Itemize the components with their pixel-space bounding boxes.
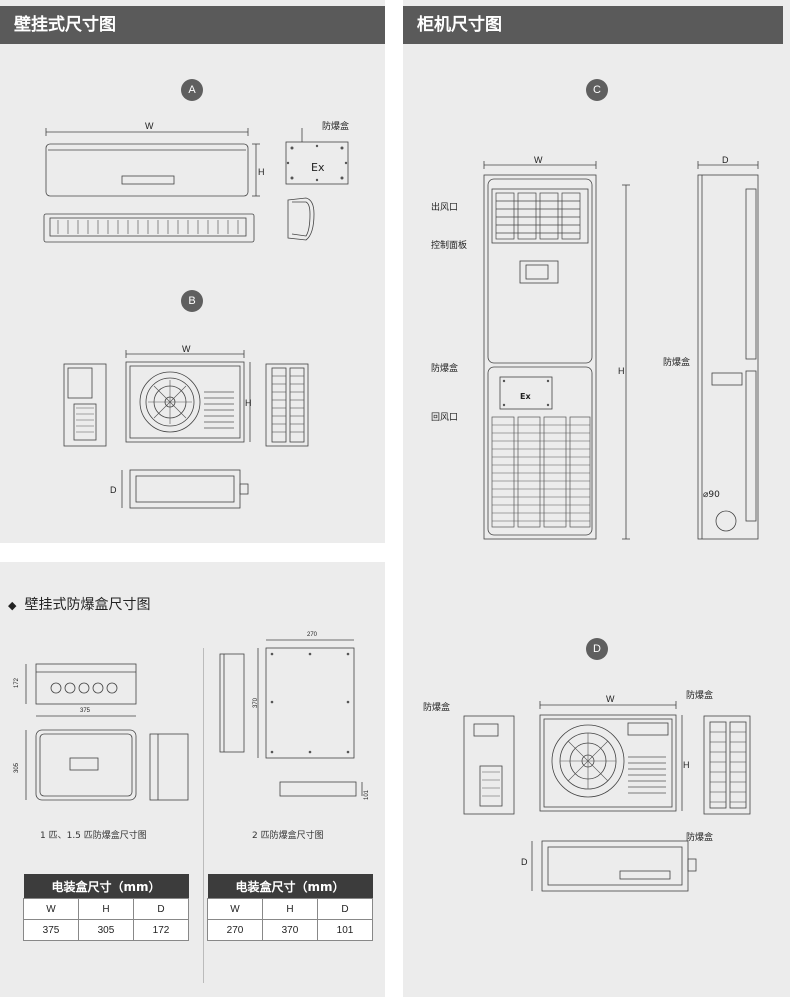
table1-value-d: 172 xyxy=(132,919,190,941)
outdoor-unit-top-drawing xyxy=(121,469,249,509)
table1-header-d: D xyxy=(132,898,190,920)
box-dimensions-subtitle: ◆ 壁挂式防爆盒尺寸图 xyxy=(8,594,150,614)
dim-375: 375 xyxy=(80,708,91,714)
dim-270: 270 xyxy=(307,632,318,638)
box-1hp-drawings xyxy=(25,663,189,801)
dim-305: 305 xyxy=(14,762,21,774)
ex-mark-c: Ex xyxy=(520,392,531,401)
table2-header-d: D xyxy=(316,898,374,920)
outdoor-d-d-label: D xyxy=(521,857,528,867)
box-dimensions-subtitle-text: 壁挂式防爆盒尺寸图 xyxy=(24,597,151,613)
table2-value-w: 270 xyxy=(207,919,263,941)
outdoor-h-label: H xyxy=(245,398,252,408)
table2-value-d: 101 xyxy=(316,919,374,941)
label-pipe-diameter: ⌀90 xyxy=(703,490,720,500)
cabinet-front-drawing xyxy=(483,161,630,540)
outdoor-unit-side-drawing xyxy=(63,363,107,447)
label-explosion-box-side: 防爆盒 xyxy=(663,358,691,368)
caption-1hp: 1 匹、1.5 匹防爆盒尺寸图 xyxy=(40,831,147,841)
marker-d: D xyxy=(586,638,608,660)
cabinet-outdoor-front-drawing xyxy=(539,701,683,812)
table1-header-w: W xyxy=(23,898,79,920)
explosion-box-small-drawing xyxy=(285,128,349,241)
outdoor-d-h-label: H xyxy=(683,760,690,770)
divider-line xyxy=(203,648,204,983)
explosion-box-label-a: 防爆盒 xyxy=(322,122,350,132)
marker-a: A xyxy=(181,79,203,101)
label-explosion-box-d2: 防爆盒 xyxy=(686,691,714,701)
cabinet-outdoor-grille-drawing xyxy=(703,715,751,815)
table2-value-h: 370 xyxy=(261,919,318,941)
table1-value-h: 305 xyxy=(77,919,134,941)
table2-header-w: W xyxy=(207,898,263,920)
marker-b: B xyxy=(181,290,203,312)
table2-title: 电装盒尺寸（mm） xyxy=(207,874,373,899)
dim-101: 101 xyxy=(364,789,371,801)
cabinet-outdoor-side-drawing xyxy=(463,715,515,815)
cabinet-d-label: D xyxy=(722,155,729,165)
cabinet-side-drawing xyxy=(697,161,759,540)
cabinet-h-label: H xyxy=(618,366,625,376)
dim-172: 172 xyxy=(14,677,21,689)
cabinet-title-bar: 柜机尺寸图 xyxy=(403,6,783,44)
cabinet-outdoor-top-drawing xyxy=(531,840,697,892)
label-explosion-box-d1: 防爆盒 xyxy=(423,703,451,713)
ex-mark-a: Ex xyxy=(311,161,325,174)
outdoor-unit-front-drawing xyxy=(125,350,251,443)
table1-value-w: 375 xyxy=(23,919,79,941)
label-explosion-box-c: 防爆盒 xyxy=(431,364,459,374)
cabinet-w-label: W xyxy=(534,155,543,165)
wall-w-label: W xyxy=(145,121,154,131)
label-outlet: 出风口 xyxy=(431,203,459,213)
wall-h-label: H xyxy=(258,167,265,177)
marker-c: C xyxy=(586,79,608,101)
table1-title: 电装盒尺寸（mm） xyxy=(23,874,189,899)
wall-unit-front-drawing xyxy=(43,128,260,243)
label-explosion-box-d3: 防爆盒 xyxy=(686,833,714,843)
table1-header-h: H xyxy=(77,898,134,920)
caption-2hp: 2 匹防爆盒尺寸图 xyxy=(252,831,324,841)
outdoor-w-label: W xyxy=(182,344,191,354)
outdoor-d-label: D xyxy=(110,485,117,495)
table2-header-h: H xyxy=(261,898,318,920)
label-control-panel: 控制面板 xyxy=(431,241,468,251)
diamond-icon: ◆ xyxy=(8,599,17,612)
wall-mount-title-bar: 壁挂式尺寸图 xyxy=(0,6,385,44)
box-2hp-drawings xyxy=(219,639,363,797)
label-return-air: 回风口 xyxy=(431,413,459,423)
outdoor-d-w-label: W xyxy=(606,694,615,704)
outdoor-unit-grille-drawing xyxy=(265,363,309,447)
dim-370: 370 xyxy=(253,697,260,709)
cabinet-panel xyxy=(403,0,790,997)
